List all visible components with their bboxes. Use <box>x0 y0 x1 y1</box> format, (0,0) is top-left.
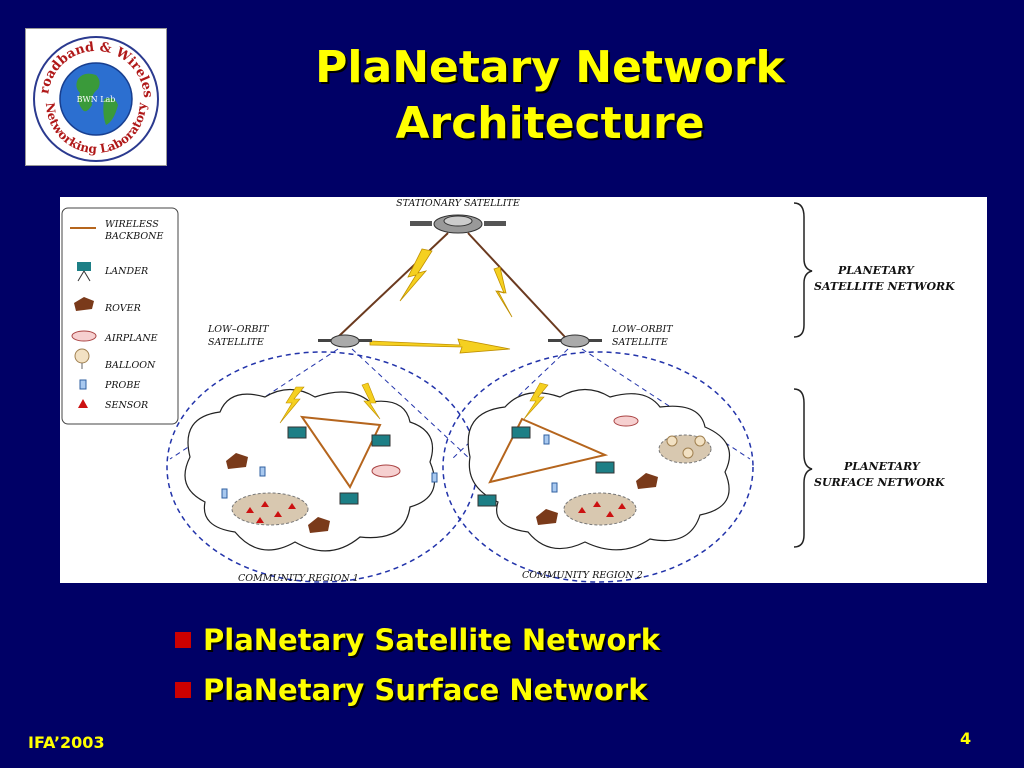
wireless-bolt <box>279 386 305 424</box>
rover-icon <box>226 453 658 533</box>
community-region-1-label: COMMUNITY REGION 1 <box>238 573 359 583</box>
legend-airplane: AIRPLANE <box>104 333 158 344</box>
backbone-triangle-2 <box>488 417 609 484</box>
legend-probe: PROBE <box>104 380 140 391</box>
low-orbit-left-line2: SATELLITE <box>208 337 264 348</box>
airplane-icon <box>371 464 401 478</box>
bwn-lab-logo: Broadband & Wireless Networking Laborato… <box>21 18 167 166</box>
airplane-icon <box>613 415 639 427</box>
sensor-cluster-2 <box>578 501 626 517</box>
surface-network-label-line1: PLANETARY <box>843 460 921 473</box>
lander-icon <box>287 426 615 507</box>
probe-icon <box>221 434 558 499</box>
sensor-field-1 <box>231 492 309 526</box>
legend-sensor: SENSOR <box>105 400 148 411</box>
legend-backbone: BACKBONE <box>104 231 163 242</box>
wireless-bolt <box>523 382 549 420</box>
title-line-1: PlaNetary Network <box>315 42 785 93</box>
surface-network-brace <box>793 388 813 548</box>
sensor-cluster-1 <box>246 501 296 523</box>
legend-airplane-icon <box>71 330 97 342</box>
legend-lander: LANDER <box>104 266 148 277</box>
low-orbit-satellite-left-icon <box>318 334 372 348</box>
coverage-line <box>581 348 751 460</box>
wireless-bolt <box>361 382 381 420</box>
slide-title: PlaNetary Network Architecture <box>200 40 900 152</box>
footer-conference: IFA’2003 <box>28 733 105 752</box>
backbone-triangle-1 <box>299 415 382 489</box>
legend-probe-icon <box>79 379 87 390</box>
sensor-field-2 <box>563 492 637 526</box>
low-orbit-satellite-right-icon <box>548 334 602 348</box>
title-line-2: Architecture <box>395 98 705 149</box>
low-orbit-left-line1: LOW–ORBIT <box>207 324 269 335</box>
stationary-satellite-label: STATIONARY SATELLITE <box>396 198 520 209</box>
logo-svg: Broadband & Wireless Networking Laborato… <box>21 18 159 162</box>
stationary-satellite-icon <box>410 214 506 234</box>
legend-rover: ROVER <box>104 303 141 314</box>
bullet-text: PlaNetary Satellite Network <box>203 623 660 657</box>
legend-sensor-icon <box>78 399 88 408</box>
bullet-item: PlaNetary Satellite Network <box>175 615 660 665</box>
low-orbit-right-line2: SATELLITE <box>612 337 668 348</box>
bullet-list: PlaNetary Satellite Network PlaNetary Su… <box>175 615 660 715</box>
satellite-network-label-line1: PLANETARY <box>837 264 915 277</box>
community-region-2-label: COMMUNITY REGION 2 <box>522 570 643 581</box>
legend-balloon: BALLOON <box>104 360 156 371</box>
wireless-bolt <box>399 248 433 302</box>
network-diagram: WIRELESS BACKBONE LANDER ROVER AIRPLANE … <box>60 197 987 584</box>
page-number: 4 <box>960 729 972 748</box>
satellite-network-label-line2: SATELLITE NETWORK <box>814 280 955 293</box>
legend-rover-icon <box>74 297 94 311</box>
legend-lander-icon <box>77 262 91 282</box>
bullet-item: PlaNetary Surface Network <box>175 665 660 715</box>
continent-shape <box>76 73 100 112</box>
bullet-text: PlaNetary Surface Network <box>203 673 648 707</box>
backbone-link <box>467 232 566 338</box>
continent-shape-south <box>103 97 118 125</box>
wireless-bolt <box>493 266 513 318</box>
legend-balloon-icon <box>74 348 90 369</box>
bullet-square-icon <box>175 632 191 648</box>
legend-wireless: WIRELESS <box>105 219 159 230</box>
balloon-icon <box>666 435 706 459</box>
logo-center-text: BWN Lab <box>77 95 116 104</box>
diagram-svg: WIRELESS BACKBONE LANDER ROVER AIRPLANE … <box>61 198 955 584</box>
satellite-network-brace <box>793 202 813 338</box>
coverage-ellipse-2 <box>442 351 754 583</box>
backbone-link <box>337 232 449 338</box>
wireless-bolt <box>369 338 511 354</box>
surface-network-label-line2: SURFACE NETWORK <box>814 476 945 489</box>
bullet-square-icon <box>175 682 191 698</box>
low-orbit-right-line1: LOW–ORBIT <box>611 324 673 335</box>
